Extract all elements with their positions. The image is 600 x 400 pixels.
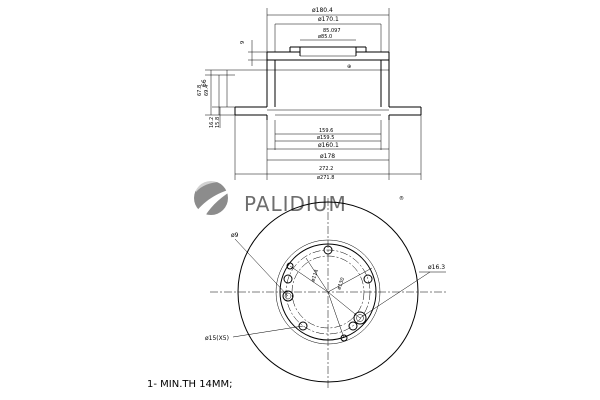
dim-hole-small: ø9 [231,232,239,239]
min-thickness-note: 1- MIN.TH 14MM; [147,379,233,390]
dim-bolt-circle-b: ø130 [336,277,346,291]
bolt-hole [323,245,333,255]
dim-bolt-circle-a: ø114 [310,269,320,283]
dim-hole-large: ø16.3 [428,264,445,271]
dim-thickness-b: 15.8 [215,117,221,128]
dim-pilot-tol: 85.097 [323,28,341,34]
dim-disc-a: 272.2 [319,166,333,172]
dim-holes-count: ø15(X5) [205,335,229,342]
locating-hole [286,262,294,270]
dim-disc-b: ø271.8 [317,175,334,181]
dim-inner-c: ø160.1 [318,142,339,149]
brand-name: PALIDIUM [244,192,347,216]
bolt-hole [298,321,308,331]
dim-top-outer: ø180.4 [312,7,333,14]
trademark-symbol: ® [399,195,404,202]
bolt-hole [283,274,293,284]
dim-inner-b: ø159.5 [317,135,334,141]
dim-thickness-a: 16.2 [209,117,215,128]
large-hole [282,290,294,302]
large-hole [353,311,367,325]
mark-dot: ⊕ [347,64,351,70]
brand-logo: PALIDIUM ® [194,179,404,216]
dim-wall: 9 [240,41,246,44]
front-view: ø9 ø16.3 ø15(X5) ø114 ø130 [205,198,446,388]
bolt-hole [348,321,358,331]
locating-hole [340,334,348,342]
dim-top-inner: ø170.1 [318,16,339,23]
dim-height-b: 69.4 [204,85,210,96]
dim-pilot: ø85.0 [318,34,332,40]
section-view: ø180.4 ø170.1 85.097 ø85.0 9 ⊕ [197,7,422,181]
dim-inner-d: ø178 [320,153,335,160]
bolt-hole [363,274,373,284]
dim-height-c: 66 [201,79,208,87]
dim-height-a: 67.8 [197,85,203,96]
dim-inner-a: 159.6 [319,128,333,134]
logo-swoosh [196,188,236,216]
